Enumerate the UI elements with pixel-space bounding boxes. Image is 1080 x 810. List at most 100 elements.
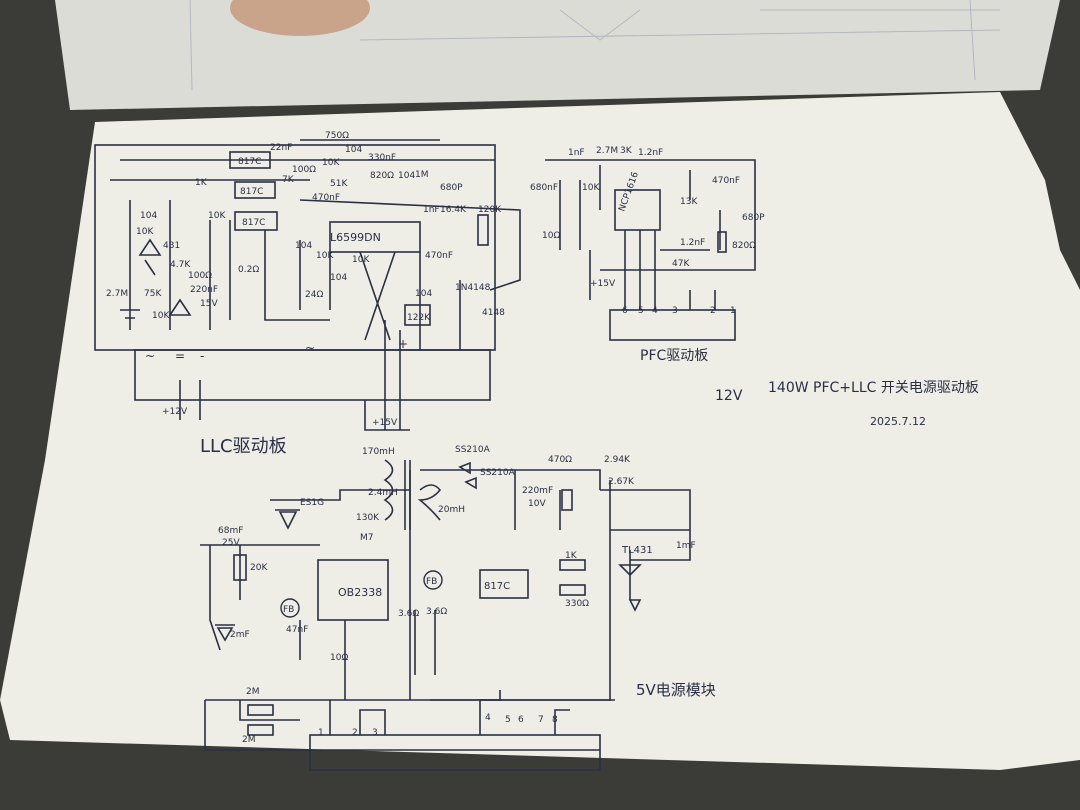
module-label-26: 2M [242,735,256,745]
pfc-label-3: 1.2nF [638,148,663,158]
llc-connector-1: ~ [305,341,315,355]
module-label-27: 1mF [676,541,696,551]
llc-label-6: 7K [282,175,295,185]
title-description: 140W PFC+LLC 开关电源驱动板 [768,380,979,396]
llc-label-29: 24Ω [305,290,323,300]
pfc-label-0: 1nF [568,148,585,158]
llc-label-36: 4148 [482,308,505,318]
pfc-label-11: 820Ω [732,241,756,251]
title-date: 2025.7.12 [870,415,926,428]
llc-label-30: 10K [352,255,370,265]
pfc-pin-5: 5 [638,306,644,316]
module-label-15: 20K [250,563,268,573]
llc-label-20: 220nF [190,285,218,295]
module-label-8: 20mH [438,505,465,515]
thumb [230,0,370,36]
module-label-9: 2.4mH [368,488,398,498]
module-label-17: FB [283,605,294,615]
fb-marker-left [280,598,300,618]
llc-label-38: 104 [415,289,432,299]
pfc-pin-3: 3 [672,306,678,316]
llc-label-12: 680P [440,183,463,193]
llc-label-11: 470nF [312,193,340,203]
module-regulator-label: TL431 [621,545,653,556]
module-label-13: 68mF [218,526,243,536]
module-label-23: 10Ω [330,653,348,663]
module-opto-label: 817C [484,581,510,592]
llc-label-16: 10K [136,227,154,237]
llc-connector-4: + [398,337,408,351]
module-board-title: 5V电源模块 [636,681,716,699]
llc-label-2: 104 [345,145,362,155]
pfc-label-7: 13K [680,197,698,207]
module-label-14: 25V [222,538,240,548]
llc-label-34: 470nF [425,251,453,261]
llc-schematic [94,139,521,431]
llc-label-13: 1K [195,178,208,188]
llc-label-37: 122K [407,313,431,323]
pfc-pin-2: 2 [710,306,716,316]
fb-marker-right [423,570,443,590]
pfc-label-6: 470nF [712,176,740,186]
llc-label-24: 10K [152,311,170,321]
module-pin-1: 1 [318,728,324,738]
llc-label-21: 15V [200,299,218,309]
pfc-label-12: 47K [672,259,690,269]
module-pin-2: 2 [352,728,358,738]
llc-label-32: 16.4K [440,205,467,215]
llc-label-18: 4.7K [170,260,191,270]
module-pin-4: 4 [485,713,491,723]
module-pin-5: 5 [505,715,511,725]
llc-label-35: 1N4148 [455,283,491,293]
module-label-7: 10V [528,499,546,509]
module-label-25: 2M [246,687,260,697]
llc-label-8: 820Ω [370,171,394,181]
pfc-label-8: 680P [742,213,765,223]
llc-labels: L6599DN 817C 817C 817C 750Ω 22nF 104 10K… [106,131,505,457]
pfc-pin-6: 6 [622,306,628,316]
module-label-18: FB [426,577,437,587]
module-pin-3: 3 [372,728,378,738]
module-label-4: 2.94K [604,455,631,465]
llc-label-22: 2.7M [106,289,128,299]
pfc-label-4: 680nF [530,183,558,193]
module-5v-schematic [200,459,691,771]
pfc-board-title: PFC驱动板 [640,348,708,364]
title-block: 12V 140W PFC+LLC 开关电源驱动板 2025.7.12 [715,380,979,428]
module-label-16: 47nF [286,625,308,635]
module-ic-label: OB2338 [338,586,382,599]
module-label-1: SS210A [455,445,491,455]
pfc-schematic [545,159,756,341]
llc-label-10: 1M [415,170,429,180]
llc-label-17: 431 [163,241,180,251]
llc-label-4: 330nF [368,153,396,163]
module-label-20: 330Ω [565,599,589,609]
llc-label-3: 10K [322,158,340,168]
previous-page-sketch [189,0,1001,91]
pfc-pin-4: 4 [652,306,658,316]
llc-board-title: LLC驱动板 [200,436,287,457]
llc-label-33: 120K [478,205,502,215]
module-label-10: ES1G [300,498,324,508]
llc-label-5: 100Ω [292,165,316,175]
llc-label-25: 0.2Ω [238,265,259,275]
llc-connector-2: = [175,349,185,363]
module-label-19: 1K [565,551,578,561]
llc-opto-1: 817C [238,157,261,167]
llc-label-19: 100Ω [188,271,212,281]
module-label-6: 220mF [522,486,553,496]
module-label-5: 2.67K [608,477,635,487]
llc-label-28: 104 [330,273,347,283]
module-pin-8: 8 [552,715,558,725]
llc-label-1: 22nF [270,143,292,153]
llc-connector-0: ~ [145,349,155,363]
pfc-supply: +15V [590,279,616,289]
title-voltage: 12V [715,388,743,404]
llc-opto-3: 817C [242,218,265,228]
llc-supply-15v: +15V [372,418,398,428]
module-label-11: 130K [356,513,380,523]
pfc-label-2: 3K [620,146,633,156]
module-label-3: 470Ω [548,455,572,465]
module-pin-6: 6 [518,715,524,725]
